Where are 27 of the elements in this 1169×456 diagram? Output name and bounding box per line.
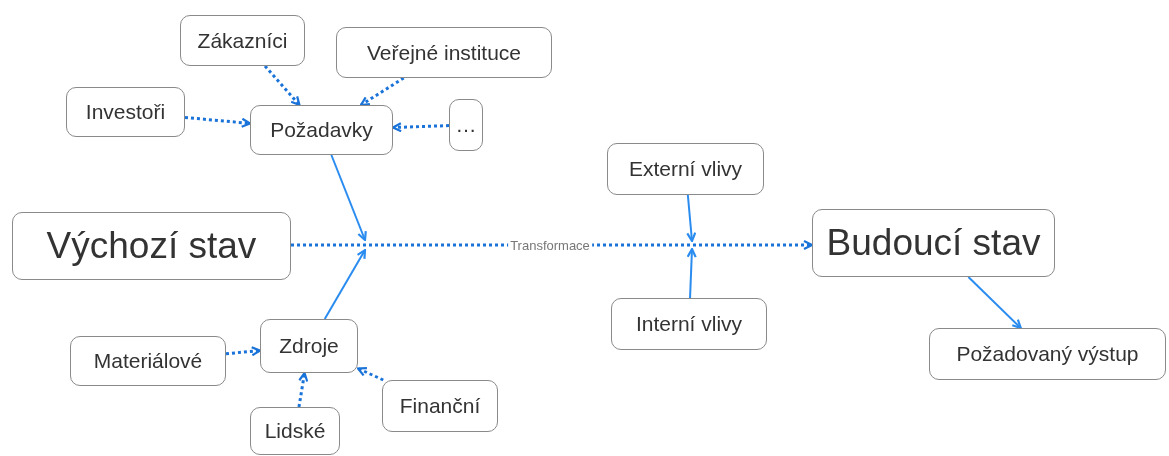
- topic-box: Investoři: [66, 87, 185, 137]
- arrow: [323, 248, 367, 320]
- topic-box: Požadavky: [250, 105, 393, 155]
- topic-box: Lidské: [250, 407, 340, 455]
- dotted-arrow: [225, 346, 262, 357]
- dotted-arrow: [184, 115, 252, 128]
- dotted-arrow: [359, 76, 405, 107]
- topic-box: Materiálové: [70, 336, 226, 386]
- dotted-arrow: [391, 122, 450, 133]
- arrow: [330, 154, 367, 242]
- edge-label: Transformace: [508, 238, 592, 252]
- topic-box: …: [449, 99, 483, 151]
- topic-box: Veřejné instituce: [336, 27, 552, 78]
- topic-box: Interní vlivy: [611, 298, 767, 350]
- topic-box: Požadovaný výstup: [929, 328, 1166, 380]
- arrow: [686, 247, 697, 299]
- topic-box: Zákazníci: [180, 15, 305, 66]
- dotted-arrow: [263, 65, 301, 107]
- topic-box: Zdroje: [260, 319, 358, 373]
- arrow: [686, 194, 697, 243]
- topic-box: Externí vlivy: [607, 143, 764, 195]
- topic-box: Budoucí stav: [812, 209, 1055, 277]
- dotted-arrow: [297, 371, 309, 408]
- topic-box: Finanční: [382, 380, 498, 432]
- arrow: [967, 276, 1022, 330]
- dotted-arrow: [356, 367, 384, 382]
- topic-box: Výchozí stav: [12, 212, 291, 280]
